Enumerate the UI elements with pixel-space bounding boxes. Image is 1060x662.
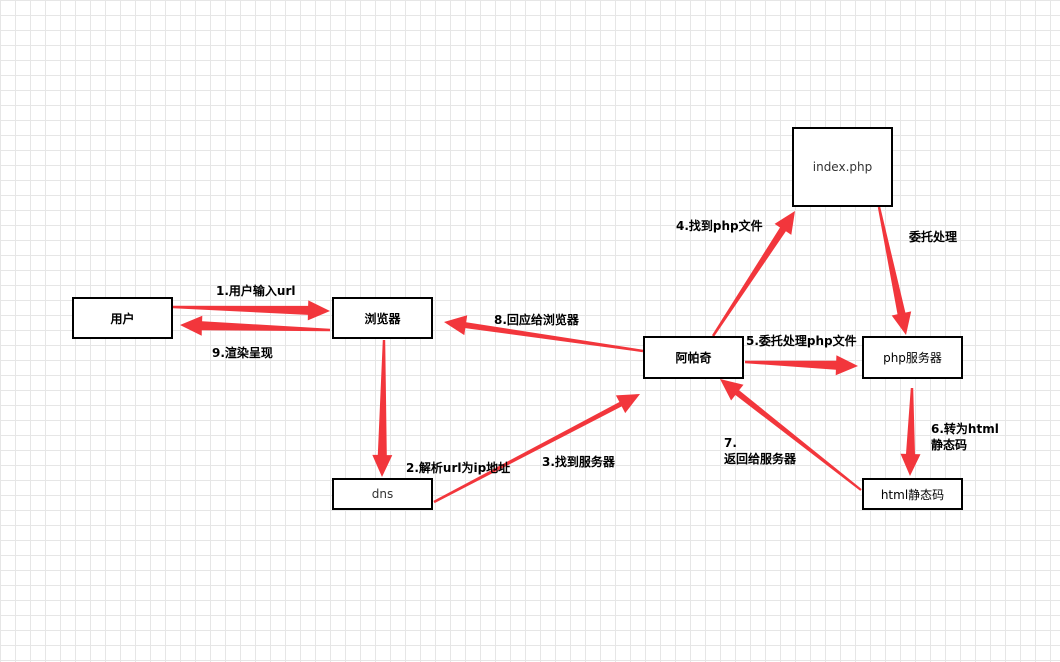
node-dns-label: dns xyxy=(371,487,394,501)
node-apache: 阿帕奇 xyxy=(643,336,744,379)
label-step6-line1: 6.转为html xyxy=(931,422,999,436)
label-step8: 8.回应给浏览器 xyxy=(494,313,579,327)
arrow-browser-to-dns xyxy=(372,340,393,477)
label-step7-line2: 返回给服务器 xyxy=(724,452,797,466)
label-step4: 4.找到php文件 xyxy=(676,219,763,233)
arrow-apache-to-php-server xyxy=(745,355,858,376)
node-user-label: 用户 xyxy=(110,311,135,326)
label-step9: 9.渲染呈现 xyxy=(212,346,273,360)
node-index-php-label: index.php xyxy=(812,160,873,174)
arrow-php-server-to-html xyxy=(900,388,921,476)
node-php-server-label: php服务器 xyxy=(883,351,942,365)
label-step5: 5.委托处理php文件 xyxy=(746,334,857,348)
arrow-apache-to-browser xyxy=(444,315,644,353)
node-dns: dns xyxy=(332,478,433,510)
label-step1: 1.用户输入url xyxy=(216,284,296,298)
node-index-php: index.php xyxy=(792,127,893,207)
arrow-apache-to-index-php xyxy=(712,211,795,337)
label-step3: 3.找到服务器 xyxy=(542,455,615,469)
node-user: 用户 xyxy=(72,297,173,339)
node-apache-label: 阿帕奇 xyxy=(675,351,712,365)
node-html-static-label: html静态码 xyxy=(880,487,945,502)
label-step6-line2: 静态码 xyxy=(931,438,968,452)
arrow-index-php-to-php-server xyxy=(877,206,912,335)
arrow-browser-to-user xyxy=(180,315,330,336)
arrow-user-to-browser xyxy=(173,300,330,321)
label-step2: 2.解析url为ip地址 xyxy=(406,461,511,475)
node-html-static: html静态码 xyxy=(862,478,963,510)
arrow-html-to-apache xyxy=(720,379,862,491)
node-browser-label: 浏览器 xyxy=(364,311,401,326)
arrow-dns-to-apache xyxy=(433,394,640,504)
label-delegate: 委托处理 xyxy=(909,230,958,244)
node-browser: 浏览器 xyxy=(332,297,433,339)
label-step7-line1: 7. xyxy=(724,436,737,450)
node-php-server: php服务器 xyxy=(862,336,963,379)
